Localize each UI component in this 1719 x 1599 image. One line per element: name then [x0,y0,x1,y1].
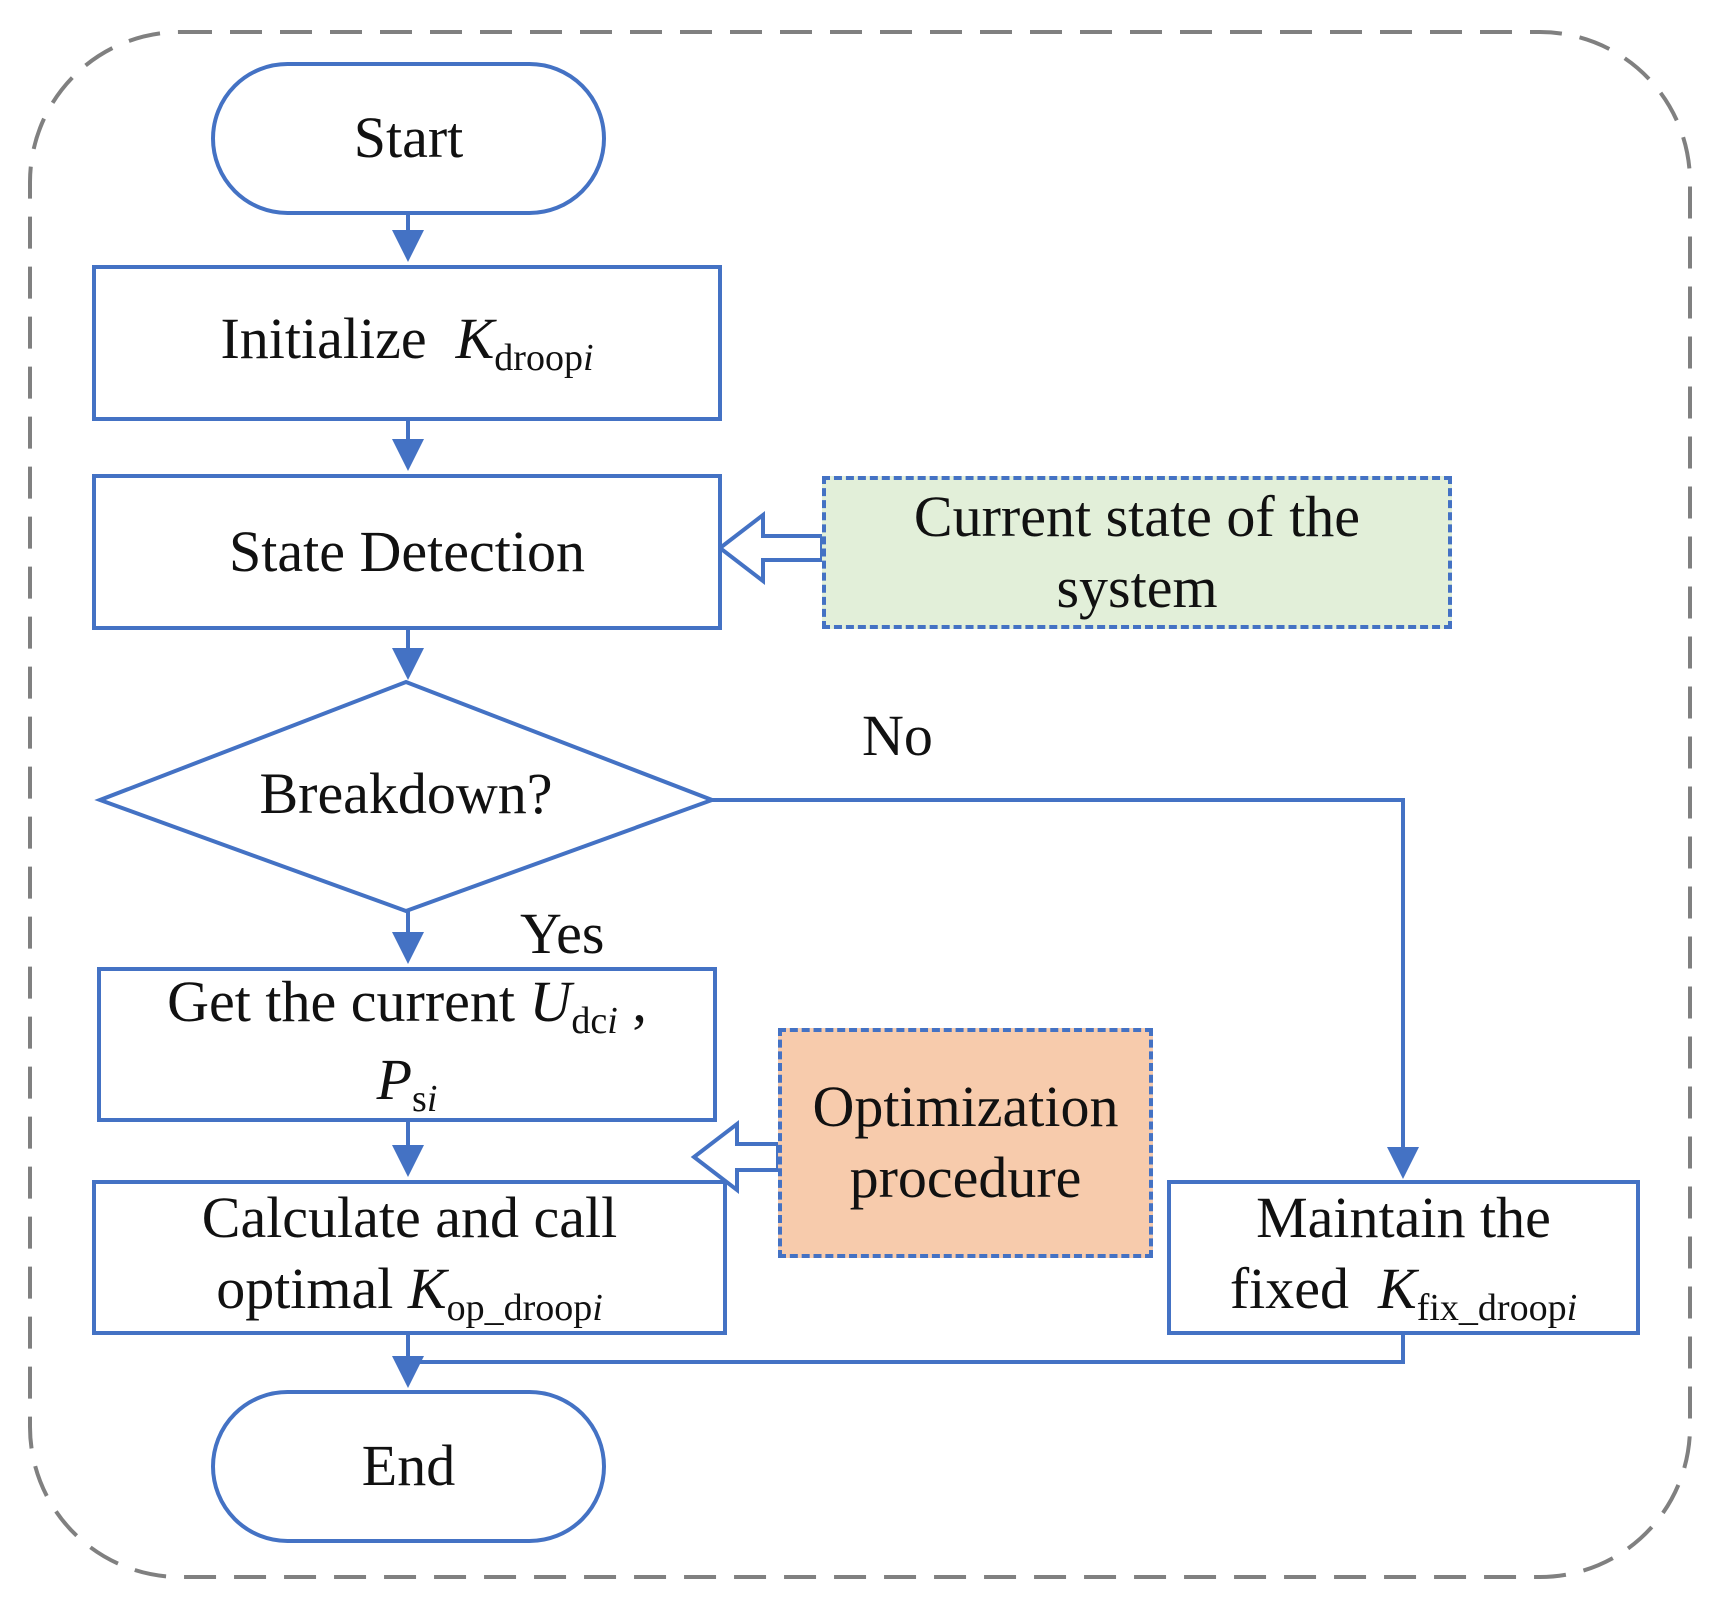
initialize-subscript: droopi [494,337,594,380]
calculate-var: K [407,1256,447,1322]
outer-dashed-frame [28,30,1692,1579]
optimization-line1: Optimization [812,1074,1119,1140]
calculate-line1: Calculate and call [201,1185,618,1251]
calculate-line2: optimal Kop_droopi [216,1254,603,1331]
get-current-prefix: Get the current [167,969,530,1035]
current-state-line1: Current state of the [913,483,1361,549]
get-current-p-var: P [376,1046,413,1112]
get-current-line2: Psi [377,1045,438,1122]
maintain-line1: Maintain the [1256,1185,1551,1251]
get-current-u-var: U [529,969,572,1035]
initialize-process-box: Initialize Kdroopi [92,265,722,421]
optimization-note-box: Optimization procedure [778,1028,1153,1258]
start-label: Start [353,105,464,171]
branch-no-label: No [862,703,933,768]
get-current-line1: Get the current Udci , [167,967,647,1044]
breakdown-label: Breakdown? [259,761,553,826]
current-state-line2: system [1056,554,1218,620]
end-label: End [361,1433,456,1499]
initialize-label: Initialize [220,306,427,372]
calculate-process-box: Calculate and call optimal Kop_droopi [92,1180,727,1335]
optimization-line2: procedure [849,1145,1082,1210]
maintain-var: K [1378,1256,1417,1322]
maintain-line2: fixed Kfix_droopi [1230,1254,1577,1331]
hollow-arrow-current-state-to-state-detection [716,510,824,586]
maintain-prefix: fixed [1229,1256,1364,1322]
branch-yes-label: Yes [520,901,605,966]
start-terminal: Start [211,62,606,215]
maintain-subscript: fix_droopi [1416,1287,1578,1330]
get-current-p-subscript: si [412,1077,438,1120]
initialize-var: K [455,306,495,372]
get-current-u-subscript: dci [571,1000,618,1043]
current-state-note-box: Current state of the system [822,476,1452,629]
initialize-label-line: Initialize Kdroopi [220,304,593,381]
get-current-process-box: Get the current Udci , Psi [97,967,717,1122]
state-detection-label: State Detection [229,518,585,584]
arrow-breakdown-no-to-maintain [712,798,1419,1179]
calculate-subscript: op_droopi [446,1287,603,1330]
state-detection-process-box: State Detection [92,474,722,630]
hollow-arrow-optimization-to-calculate [690,1119,780,1195]
get-current-comma: , [617,969,647,1035]
maintain-process-box: Maintain the fixed Kfix_droopi [1167,1180,1640,1335]
connector-maintain-to-merge [410,1335,1405,1364]
calculate-prefix: optimal [216,1256,408,1322]
end-terminal: End [211,1390,606,1543]
